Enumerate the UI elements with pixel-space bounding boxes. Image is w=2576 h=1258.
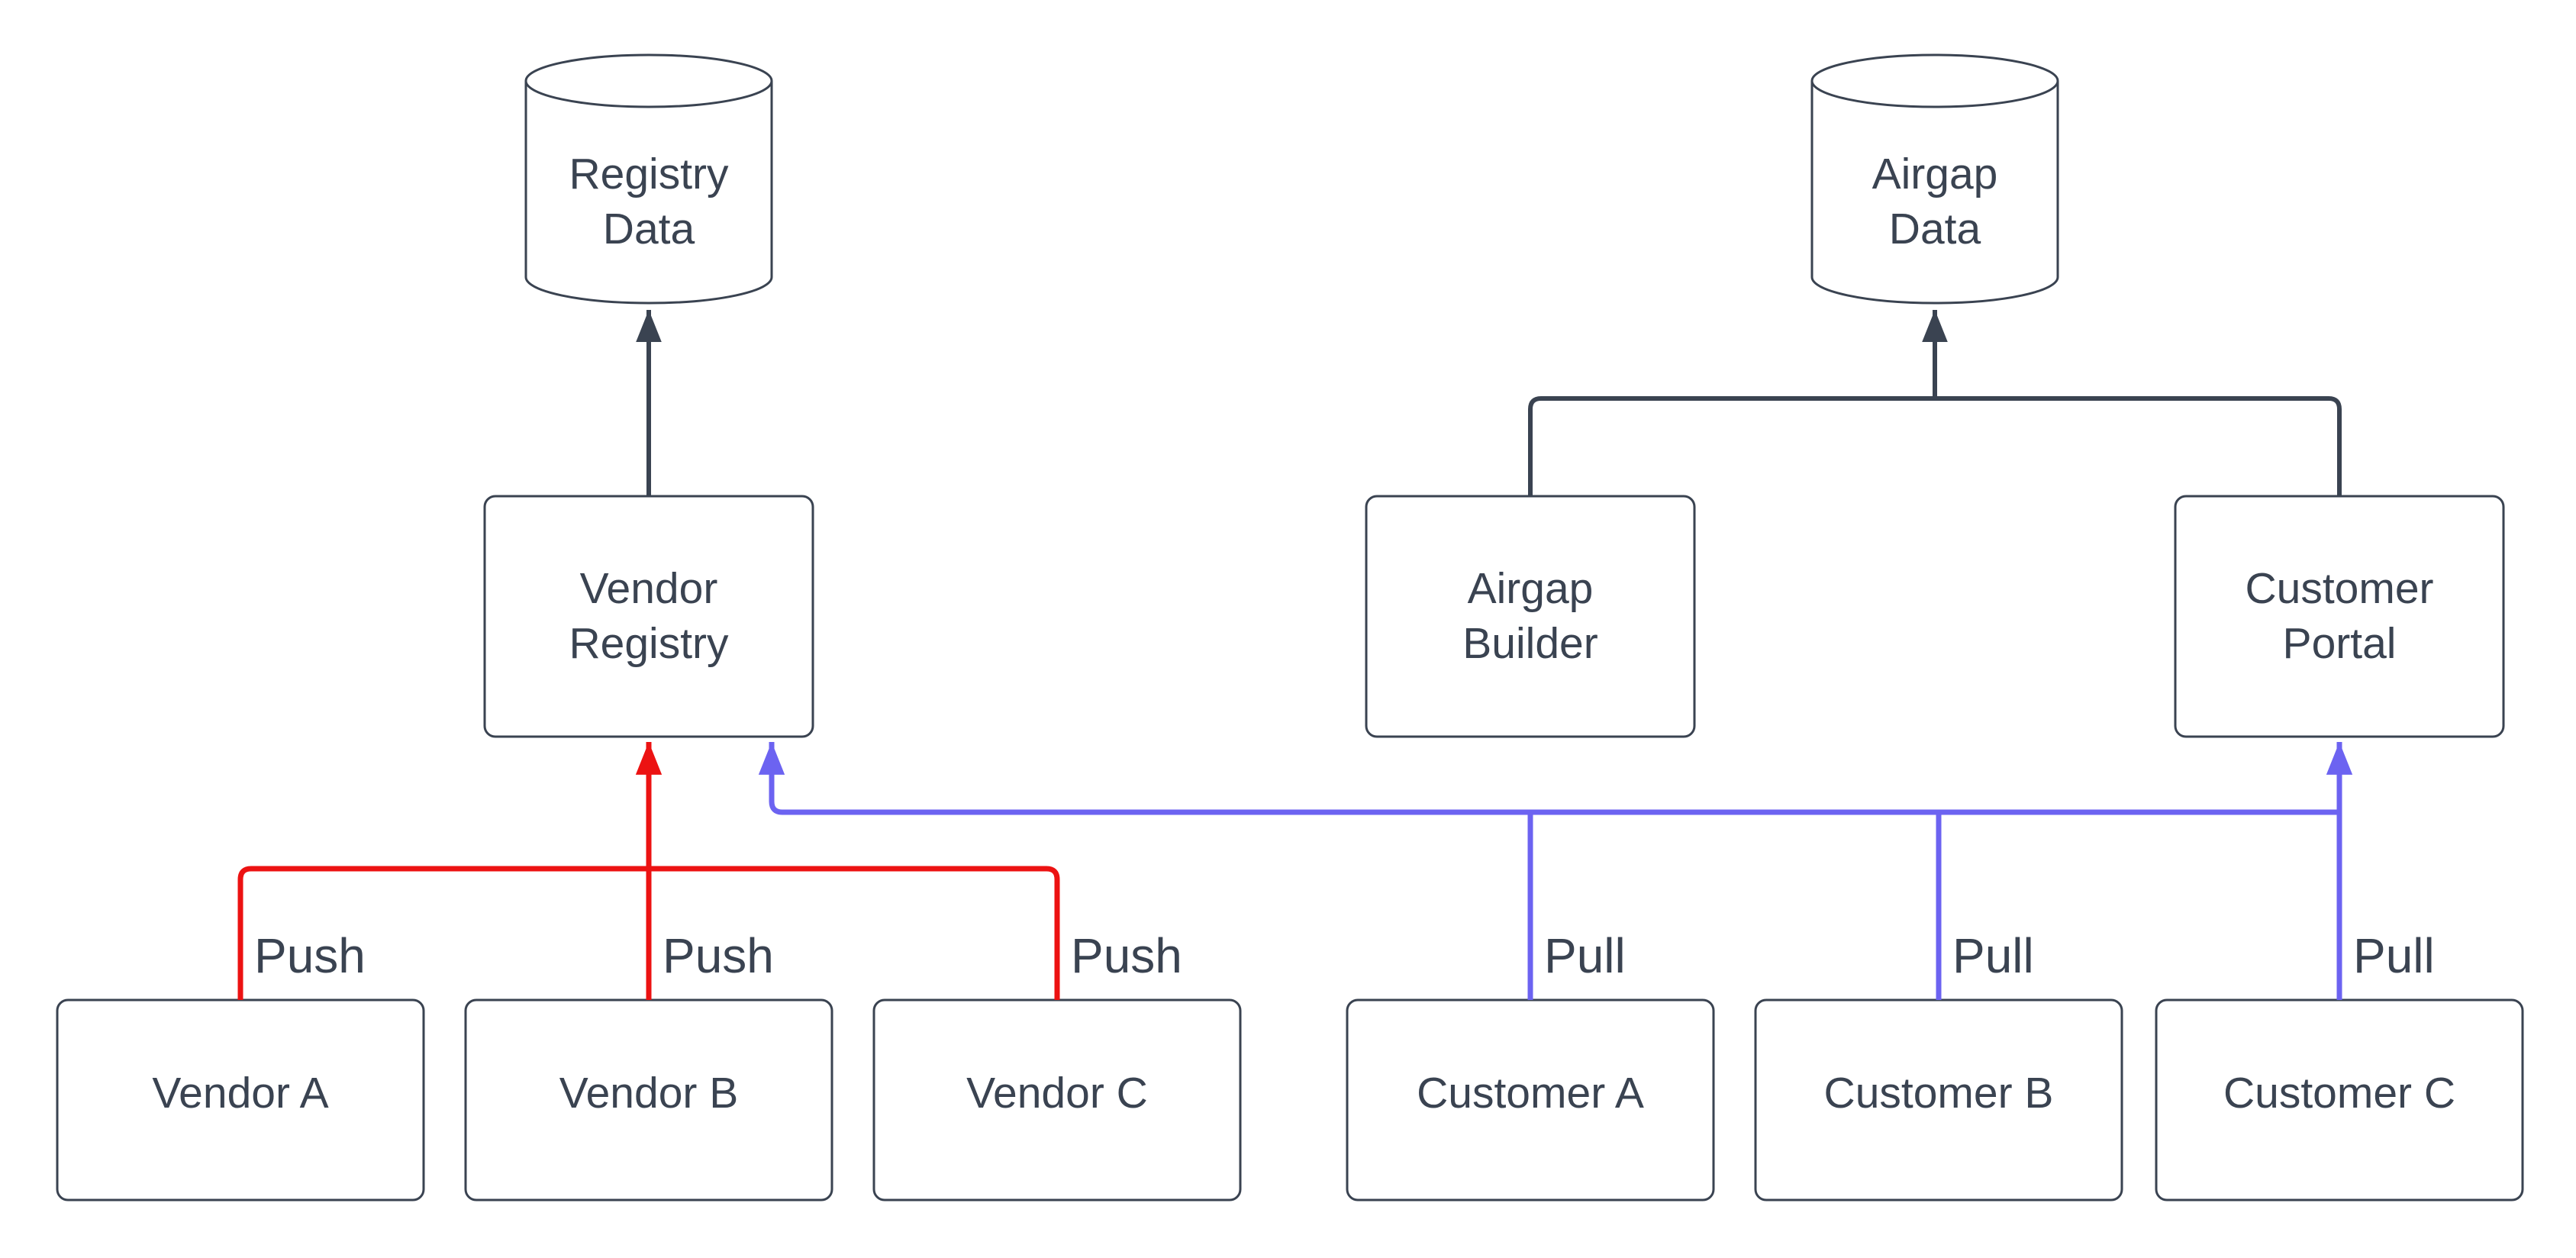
- customer-portal-label-line2: Portal: [2283, 619, 2397, 668]
- customer-portal-label-line1: Customer: [2245, 564, 2433, 613]
- node-customer-portal: [2174, 495, 2505, 738]
- airgap-data-label-line2: Data: [1889, 205, 1981, 253]
- airgap-data-label-line1: Airgap: [1872, 150, 1998, 198]
- airgap-data-cylinder-icon: [1810, 53, 2059, 305]
- registry-data-label-line2: Data: [603, 205, 695, 253]
- customer-b-label: Customer B: [1824, 1069, 2054, 1118]
- pull-label-customer-b: Pull: [1952, 928, 2034, 983]
- database-nodes: [524, 53, 2059, 305]
- vendor-c-label: Vendor C: [966, 1069, 1148, 1118]
- edge-labels: Push Push Push Pull Pull Pull: [254, 928, 2435, 983]
- vendor-b-label: Vendor B: [559, 1069, 739, 1118]
- customer-a-label: Customer A: [1417, 1069, 1644, 1118]
- registry-data-cylinder-top-icon: [524, 80, 773, 108]
- node-labels: Registry Data Airgap Data Vendor Registr…: [152, 150, 2455, 1118]
- node-vendor-registry: [483, 495, 814, 738]
- node-airgap-data: [1810, 53, 2059, 305]
- node-airgap-builder: [1365, 495, 1696, 738]
- customer-c-label: Customer C: [2223, 1069, 2455, 1118]
- push-edges: [237, 742, 1060, 1000]
- node-registry-data: [524, 53, 773, 305]
- dark-edges: [636, 310, 2342, 496]
- vendor-registry-label-line1: Vendor: [580, 564, 718, 613]
- push-label-vendor-a: Push: [254, 928, 366, 983]
- push-label-vendor-c: Push: [1071, 928, 1182, 983]
- edge-airgap-builder-customer-portal-bus: [1528, 396, 2342, 496]
- pull-label-customer-c: Pull: [2353, 928, 2435, 983]
- pull-label-customer-a: Pull: [1544, 928, 1626, 983]
- registry-data-label-line1: Registry: [569, 150, 729, 198]
- service-nodes: [483, 495, 2505, 738]
- registry-data-cylinder-icon: [524, 53, 773, 305]
- airgap-builder-label-line2: Builder: [1462, 619, 1598, 668]
- pull-edges: [758, 742, 2353, 1000]
- actor-nodes: [56, 998, 2524, 1202]
- airgap-builder-label-line1: Airgap: [1468, 564, 1594, 613]
- vendor-a-label: Vendor A: [152, 1069, 328, 1118]
- push-label-vendor-b: Push: [663, 928, 774, 983]
- vendor-registry-label-line2: Registry: [569, 619, 729, 668]
- edge-pull-bus-to-vendor-registry: [758, 742, 2339, 815]
- airgap-data-cylinder-top-icon: [1810, 80, 2059, 108]
